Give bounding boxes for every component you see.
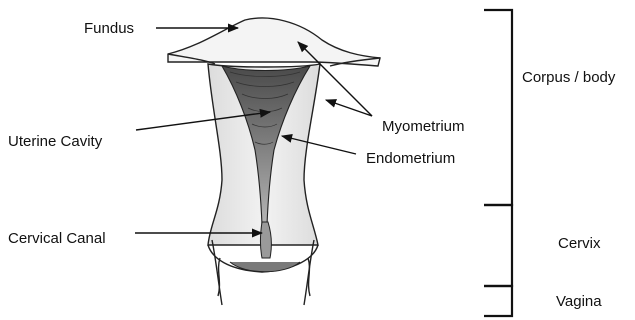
corpus-bracket: [484, 10, 512, 205]
myometrium-label: Myometrium: [382, 118, 465, 135]
fundus-dome: [168, 18, 380, 66]
uterine-cavity-label: Uterine Cavity: [8, 133, 103, 150]
cervix-lip: [230, 262, 300, 272]
myometrium-arrow-lower: [326, 100, 372, 116]
fundus-label: Fundus: [84, 20, 134, 37]
cervical-canal-shape: [261, 222, 272, 258]
vaginal-wall-left: [212, 240, 222, 305]
vagina-bracket: [484, 286, 512, 316]
cervix-bracket: [484, 205, 512, 286]
uterus-illustration: [168, 18, 380, 305]
vagina-label: Vagina: [556, 293, 602, 310]
endometrium-label: Endometrium: [366, 150, 455, 167]
corpus-label: Corpus / body: [522, 69, 616, 86]
vaginal-fold-right: [308, 258, 310, 296]
cervical-canal-label: Cervical Canal: [8, 230, 106, 247]
cervix-label: Cervix: [558, 235, 601, 252]
